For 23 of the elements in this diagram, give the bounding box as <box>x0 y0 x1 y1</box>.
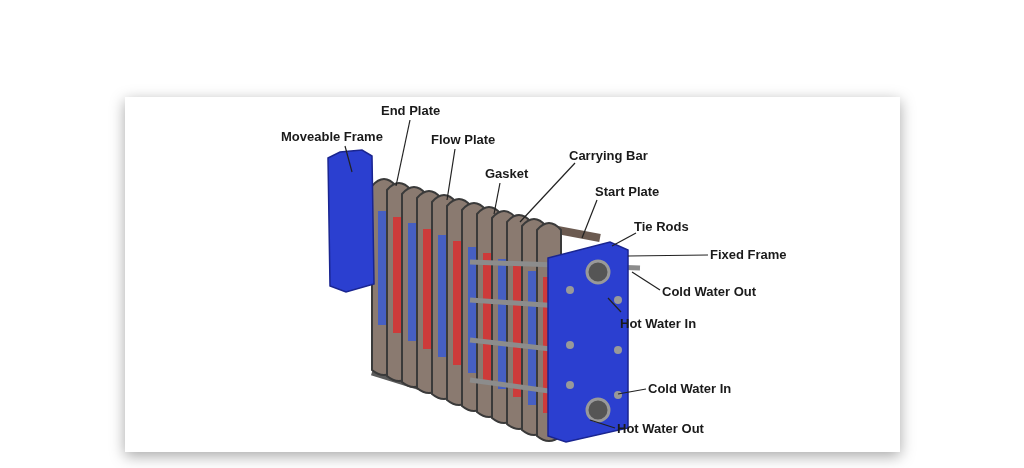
leader-line <box>395 119 411 187</box>
part-label: Hot Water Out <box>617 421 704 436</box>
part-label: Cold Water In <box>648 381 732 396</box>
leader-line <box>627 254 709 257</box>
leader-line <box>607 297 622 313</box>
part-label: Fixed Frame <box>710 247 787 262</box>
leader-line <box>611 232 637 247</box>
part-label: Carrying Bar <box>569 148 648 163</box>
part-label: Gasket <box>485 166 529 181</box>
part-label: Tie Rods <box>634 219 689 234</box>
leader-line <box>344 145 353 173</box>
part-label: Cold Water Out <box>662 284 757 299</box>
leader-line <box>617 388 647 395</box>
part-label: Moveable Frame <box>281 129 383 144</box>
leader-line <box>446 148 456 201</box>
leader-line <box>581 199 598 239</box>
part-label: Flow Plate <box>431 132 496 147</box>
leader-line <box>519 162 576 223</box>
leader-line <box>631 271 661 291</box>
part-label: End Plate <box>381 103 441 118</box>
leader-line <box>493 182 501 215</box>
part-label: Start Plate <box>595 184 660 199</box>
leader-line <box>589 419 616 429</box>
